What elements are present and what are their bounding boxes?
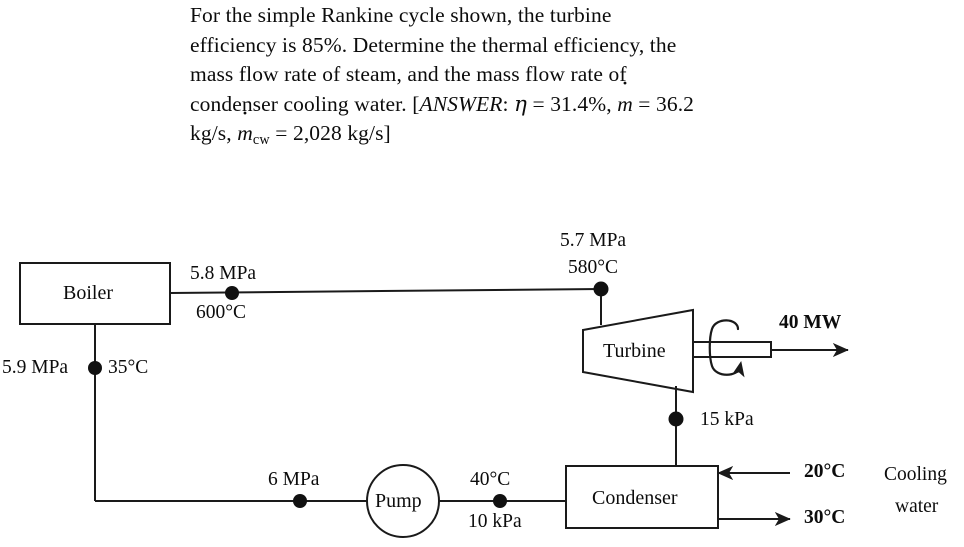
answer-keyword: ANSWER [419,91,503,116]
state-node-turbine-inlet [593,281,609,297]
cooling-water-label-line2: water [895,496,939,517]
problem-line-3: mass flow rate of steam, and the mass fl… [190,62,627,86]
pump-outlet-temperature-label: 40°C [470,469,511,490]
eta-value: = 31.4%, [527,91,618,116]
turbine-shaft [692,341,772,358]
boiler-outlet-pressure-label: 5.8 MPa [190,263,257,284]
state-node-pump-outlet [493,494,507,508]
turbine-outlet-pressure-label: 15 kPa [700,409,754,430]
boiler-to-turbine-line [169,288,602,294]
mdot-cw-value: = 2,028 kg/s] [269,121,391,145]
state-node-pump-inlet [293,494,307,508]
eta-symbol: η [514,91,528,117]
turbine-label: Turbine [603,340,666,362]
condenser-label: Condenser [592,487,678,509]
problem-line-1: For the simple Rankine cycle shown, the … [190,3,612,27]
turbine-inlet-pressure-label: 5.7 MPa [560,230,627,251]
pump-inlet-pressure-label: 6 MPa [268,469,320,490]
problem-line-5-prefix: kg/s, [190,121,238,145]
pump-label: Pump [375,490,422,512]
mdot-cw-subscript: cw [252,131,270,148]
boiler-inlet-pressure-label: 5.9 MPa [2,357,69,378]
boiler-label: Boiler [63,282,113,304]
problem-statement: For the simple Rankine cycle shown, the … [190,1,890,155]
cooling-water-label-line1: Cooling [884,464,947,485]
mdot-symbol: m [617,90,633,120]
boiler-inlet-temperature-label: 35°C [108,357,149,378]
turbine-body [582,308,694,394]
state-node-boiler-outlet [225,286,239,300]
problem-line-2: efficiency is 85%. Determine the thermal… [190,32,677,57]
mdot-cw-symbol: m [237,119,253,149]
condenser-box [565,465,719,529]
answer-colon: : [502,91,515,116]
shaft-rotation-arrow [708,319,745,378]
cooling-water-inlet-temperature-label: 20°C [804,461,846,482]
state-node-boiler-inlet [88,361,102,375]
boiler-outlet-temperature-label: 600°C [196,302,247,323]
pump-body [366,464,440,538]
boiler-box [19,262,171,325]
state-node-turbine-outlet [668,411,684,427]
turbine-inlet-temperature-label: 580°C [568,257,619,278]
mdot-value: = 36.2 [632,91,695,116]
cooling-water-outlet-temperature-label: 30°C [804,507,846,528]
problem-line-4-prefix: condenser cooling water. [ [190,91,420,116]
pump-outlet-pressure-label: 10 kPa [468,511,522,532]
turbine-power-label: 40 MW [779,312,842,333]
